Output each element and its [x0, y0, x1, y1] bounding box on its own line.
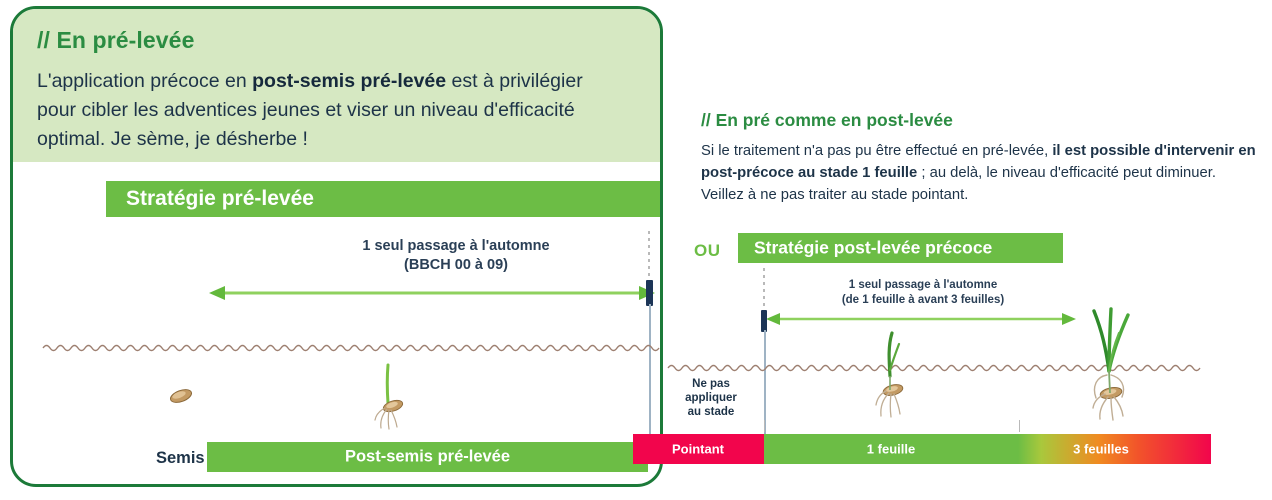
post-levee-duration-arrow: [766, 312, 1076, 326]
post-levee-stage-marker: [761, 310, 767, 332]
germinating-seedling-illustration: [368, 359, 412, 431]
stage-timeline-bar: Pointant 1 feuille 3 feuilles: [633, 434, 1211, 464]
seed-illustration: [168, 387, 194, 405]
stage-label-1-feuille: 1 feuille: [866, 441, 916, 457]
three-leaf-plant-illustration: [1078, 305, 1140, 423]
pre-levee-arrow-caption: 1 seul passage à l'automne (BBCH 00 à 09…: [246, 237, 660, 275]
pre-levee-caption-line2: (BBCH 00 à 09): [404, 257, 508, 273]
warning-line-1: Ne pas: [692, 378, 730, 390]
stage-segment-pointant: [633, 434, 764, 464]
stage-label-pointant: Pointant: [672, 441, 724, 457]
post-levee-guide-line: [764, 330, 766, 435]
warning-do-not-apply: Ne pas appliquer au stade: [668, 377, 754, 419]
strategy-bar-post-levee: Stratégie post-levée précoce: [738, 233, 1063, 263]
timeline-bar-post-semis-label: Post-semis pré-levée: [344, 447, 511, 466]
one-leaf-plant-illustration: [868, 330, 912, 420]
pre-levee-stage-marker: [646, 280, 653, 306]
strategy-bar-pre-levee: Stratégie pré-levée: [106, 181, 660, 217]
post-levee-dotted-guide: [763, 268, 765, 312]
strategy-bar-post-levee-label: Stratégie post-levée précoce: [754, 237, 993, 258]
ou-connector-label: OU: [694, 241, 721, 260]
pre-levee-heading: // En pré-levée: [37, 27, 195, 53]
stage-label-3-feuilles: 3 feuilles: [1073, 441, 1129, 457]
pre-levee-body: L'application précoce en post-semis pré-…: [37, 70, 583, 150]
soil-line-right: [667, 362, 1210, 374]
stage-segment-3-feuilles: [1018, 434, 1211, 464]
semis-label: Semis: [156, 449, 205, 467]
pre-levee-guide-line: [649, 304, 651, 448]
strategy-bar-pre-levee-label: Stratégie pré-levée: [126, 187, 314, 210]
post-levee-caption-line1: 1 seul passage à l'automne: [848, 279, 998, 291]
post-levee-heading: // En pré comme en post-levée: [701, 110, 953, 130]
pre-levee-duration-arrow: [209, 285, 655, 301]
stage-segment-1-feuille: [764, 434, 1018, 464]
warning-line-3: au stade: [687, 406, 735, 418]
stage-tick-3-feuilles: [1019, 420, 1020, 432]
pre-levee-caption-line1: 1 seul passage à l'automne: [362, 238, 550, 254]
post-levee-arrow-caption: 1 seul passage à l'automne (de 1 feuille…: [768, 278, 1078, 308]
post-levee-body: Si le traitement n'a pas pu être effectu…: [701, 143, 1256, 203]
pre-levee-panel: // En pré-levée L'application précoce en…: [10, 6, 663, 487]
pre-levee-intro-block: // En pré-levée L'application précoce en…: [13, 9, 660, 162]
soil-line-left: [42, 342, 660, 354]
timeline-bar-post-semis-pre-levee: Post-semis pré-levée: [207, 442, 648, 472]
warning-line-2: appliquer: [685, 392, 737, 404]
pre-levee-dotted-guide: [648, 231, 650, 289]
post-levee-caption-line2: (de 1 feuille à avant 3 feuilles): [841, 294, 1005, 306]
stage-tick-1-feuille: [764, 420, 765, 432]
